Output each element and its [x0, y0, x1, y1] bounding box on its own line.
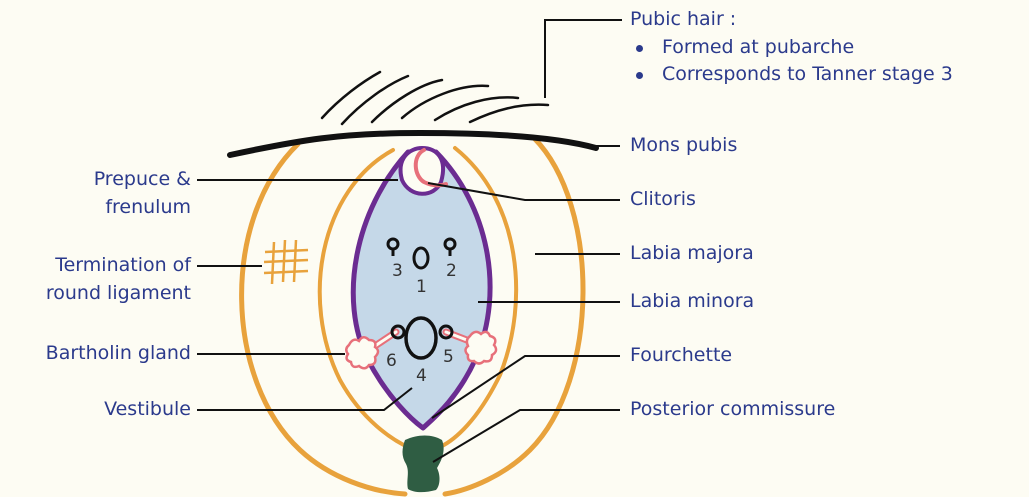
num-1: 1 — [416, 277, 427, 297]
num-4: 4 — [416, 366, 427, 386]
num-5: 5 — [443, 347, 454, 367]
clitoris-label: Clitoris — [630, 186, 696, 214]
pubic-hair-point: Corresponds to Tanner stage 3 — [630, 61, 953, 89]
prepuce-frenulum-label: Prepuce & frenulum — [94, 166, 191, 221]
pubic-hair-points: Formed at pubarche Corresponds to Tanner… — [630, 34, 953, 89]
leader-pubic-hair — [545, 20, 622, 98]
labia-minora-label: Labia minora — [630, 288, 754, 316]
bartholin-label: Bartholin gland — [46, 340, 191, 368]
prepuce-line2: frenulum — [94, 194, 191, 222]
num-3: 3 — [392, 261, 403, 281]
posterior-commissure-label: Posterior commissure — [630, 396, 835, 424]
num-6: 6 — [386, 351, 397, 371]
round-ligament-line2: round ligament — [46, 280, 191, 308]
prepuce-line1: Prepuce & — [94, 166, 191, 194]
pubic-hair-point: Formed at pubarche — [630, 34, 953, 62]
posterior-commissure-shape — [403, 436, 444, 493]
pubic-hair-label: Pubic hair : — [630, 6, 953, 34]
round-ligament-grid — [264, 240, 308, 284]
num-2: 2 — [446, 261, 457, 281]
leader-vestibule — [197, 388, 412, 410]
fourchette-label: Fourchette — [630, 342, 732, 370]
round-ligament-label: Termination of round ligament — [46, 252, 191, 307]
round-ligament-line1: Termination of — [46, 252, 191, 280]
pubic-hair-strokes — [322, 72, 548, 124]
vestibule-label: Vestibule — [104, 396, 191, 424]
pubic-hair-block: Pubic hair : Formed at pubarche Correspo… — [630, 6, 953, 89]
mons-pubis-label: Mons pubis — [630, 132, 737, 160]
labia-majora-label: Labia majora — [630, 240, 754, 268]
